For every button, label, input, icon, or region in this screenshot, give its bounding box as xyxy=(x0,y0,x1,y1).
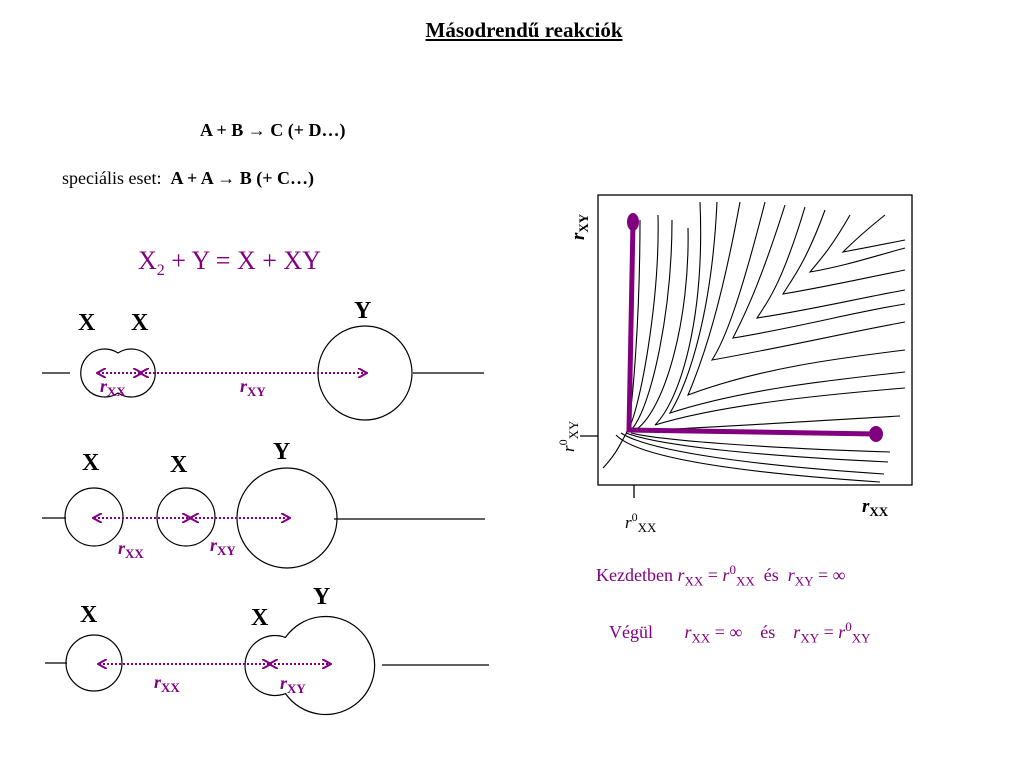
final-condition: Végül rXX = ∞ és rXY = r0XY xyxy=(609,619,871,646)
contour-line xyxy=(654,201,906,426)
main-eq-sub: 2 xyxy=(156,262,165,280)
label-rxy: rXY xyxy=(210,535,236,558)
y-tick-label: r0XY xyxy=(556,420,581,452)
label-rxx: rXX xyxy=(118,538,144,561)
scenario-1: X X Y rXX rXY xyxy=(42,298,484,421)
contour-line xyxy=(808,214,906,273)
contour-line xyxy=(732,204,906,339)
label-rxy: rXY xyxy=(280,673,306,696)
x2-molecule xyxy=(80,348,156,398)
contour-line xyxy=(710,201,906,361)
label-x: X xyxy=(170,452,188,478)
contour-line xyxy=(686,201,906,396)
label-y: Y xyxy=(354,298,371,324)
page-title: Másodrendű reakciók xyxy=(425,18,623,42)
contour-line xyxy=(841,214,906,253)
x-axis-label: rXX xyxy=(862,496,889,519)
contour-line xyxy=(781,209,906,295)
contour-line xyxy=(631,219,673,430)
xy-molecule xyxy=(244,615,376,716)
x-atom xyxy=(65,634,123,692)
main-eq-rest: + Y = X + XY xyxy=(164,246,321,275)
label-x: X xyxy=(80,602,98,628)
label-rxx: rXX xyxy=(154,672,180,695)
special-case-line: speciális eset: A + A → B (+ C…) xyxy=(62,168,314,189)
path-end-point xyxy=(869,426,883,442)
label-x: X xyxy=(131,310,149,336)
special-case-prefix: speciális eset: xyxy=(62,168,162,188)
x-tick-label: r0XX xyxy=(625,510,657,535)
label-y: Y xyxy=(273,439,290,465)
contour-line xyxy=(615,434,881,483)
contour-lines xyxy=(602,201,906,483)
scenario-3: X X Y rXX rXY xyxy=(45,584,489,716)
contour-line xyxy=(630,432,891,453)
contour-line xyxy=(627,214,659,431)
contour-line xyxy=(668,201,906,414)
label-rxy: rXY xyxy=(240,376,266,399)
contour-line xyxy=(625,432,889,463)
contour-line xyxy=(755,206,906,319)
label-x: X xyxy=(82,450,100,476)
scenario-2: X X Y rXX rXY xyxy=(42,439,485,569)
label-rxx: rXX xyxy=(100,376,126,399)
label-x: X xyxy=(78,310,96,336)
plot-frame xyxy=(597,194,913,486)
path-start-point xyxy=(627,213,639,231)
label-x: X xyxy=(251,605,269,631)
main-eq-x: X xyxy=(138,246,157,275)
y-axis-label: rXY xyxy=(568,213,591,240)
contour-line xyxy=(620,432,885,475)
special-case-reaction: A + A → B (+ C…) xyxy=(170,168,314,188)
reaction-path xyxy=(626,221,877,437)
contour-line xyxy=(636,227,689,430)
contour-plot: rXY rXX r0XX r0XY xyxy=(556,194,913,535)
general-reaction: A + B → C (+ D…) xyxy=(200,120,346,140)
label-y: Y xyxy=(313,584,330,610)
initial-condition: Kezdetben rXX = r0XX és rXY = ∞ xyxy=(596,562,846,589)
main-equation: X2 + Y = X + XY xyxy=(138,246,321,280)
